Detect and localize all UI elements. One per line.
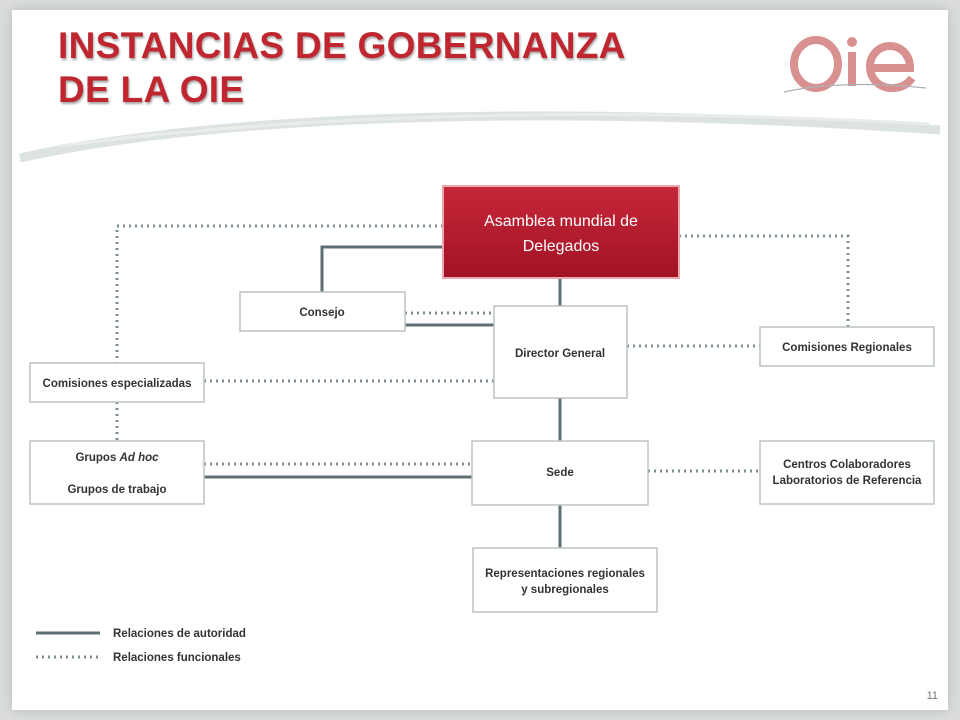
- title-swoosh: [19, 111, 941, 163]
- functional-lines: [115, 224, 850, 473]
- page-title: INSTANCIAS DE GOBERNANZA DE LA OIE: [58, 24, 626, 112]
- director-label: Director General: [515, 348, 605, 360]
- grupos-label-2: Grupos de trabajo: [67, 484, 166, 496]
- comisiones-regionales-box: [759, 326, 935, 367]
- centros-box: [759, 440, 935, 505]
- consejo-box: [239, 291, 406, 332]
- page-number: 11: [926, 690, 938, 702]
- oie-logo: [783, 36, 927, 93]
- legend-functional-label: Relaciones funcionales: [113, 652, 241, 664]
- grupos-italic: Ad hoc: [119, 452, 160, 464]
- grupos-prefix: Grupos: [75, 452, 119, 464]
- grupos-box: [29, 440, 205, 505]
- representaciones-box: [472, 547, 658, 613]
- authority-lines: [204, 245, 562, 548]
- comisiones-regionales-label: Comisiones Regionales: [782, 342, 912, 354]
- asamblea-label-1: Asamblea mundial de: [484, 213, 638, 230]
- asamblea-label-2: Delegados: [523, 238, 600, 255]
- sede-box: [471, 440, 649, 506]
- dotted-asamblea-especializadas: [115, 224, 443, 363]
- grupos-label-1: Grupos Ad hoc: [75, 452, 159, 464]
- legend-authority-label: Relaciones de autoridad: [113, 628, 246, 640]
- centros-label-1: Centros Colaboradores: [783, 459, 911, 471]
- comisiones-especializadas-box: [29, 362, 205, 403]
- line-asamblea-consejo: [320, 245, 443, 292]
- title-line-2: DE LA OIE: [58, 69, 245, 110]
- director-box: [493, 305, 628, 399]
- title-swoosh-thin: [59, 113, 931, 148]
- centros-label-2: Laboratorios de Referencia: [773, 475, 923, 487]
- title-line-1: INSTANCIAS DE GOBERNANZA: [58, 25, 626, 66]
- representaciones-label-1: Representaciones regionales: [485, 568, 645, 580]
- representaciones-label-2: y subregionales: [521, 584, 609, 596]
- sede-label: Sede: [546, 467, 574, 479]
- consejo-label: Consejo: [299, 307, 344, 319]
- legend: Relaciones de autoridad Relaciones funci…: [36, 628, 246, 664]
- dotted-asamblea-regionales: [679, 234, 850, 327]
- asamblea-box: [442, 185, 680, 279]
- comisiones-especializadas-label: Comisiones especializadas: [43, 378, 192, 390]
